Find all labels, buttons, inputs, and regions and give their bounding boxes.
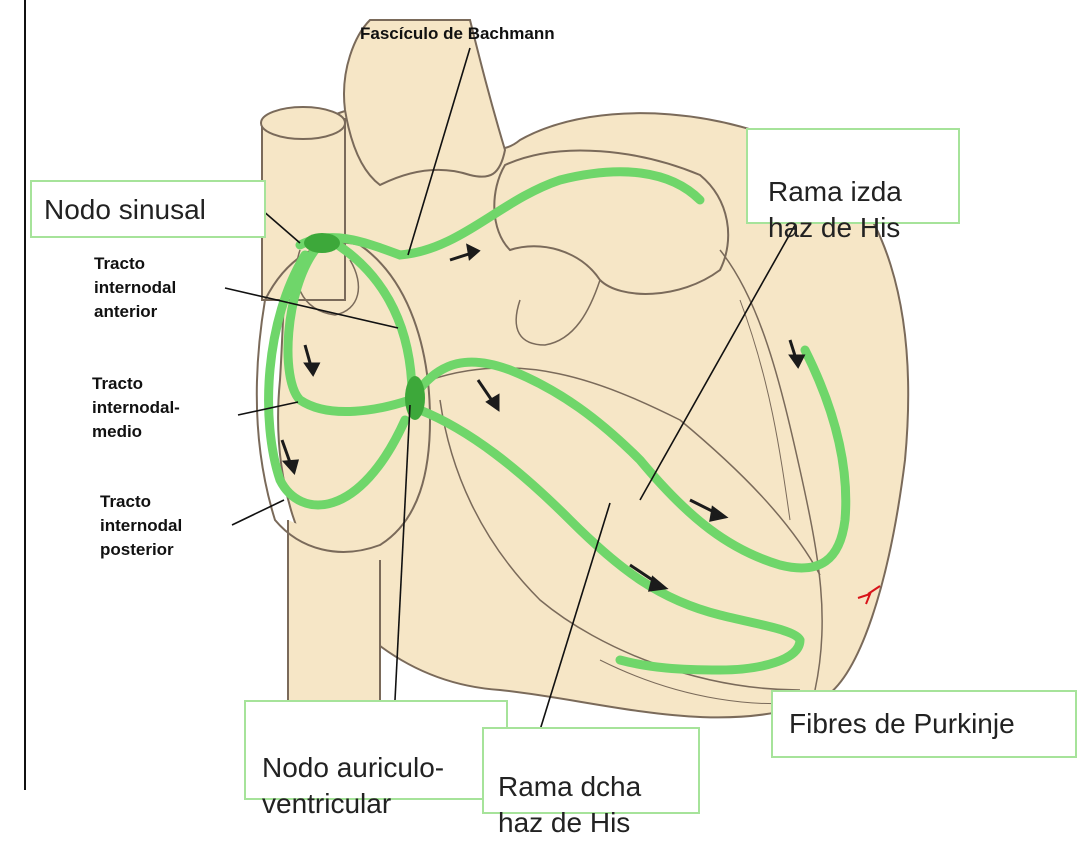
label-text: Rama dcha haz de His <box>498 771 641 838</box>
label-nodo-sinusal: Nodo sinusal <box>30 180 266 238</box>
label-rama-dcha: Rama dcha haz de His <box>482 727 700 814</box>
label-text: Nodo sinusal <box>44 194 206 225</box>
label-purkinje: Fibres de Purkinje <box>771 690 1077 758</box>
label-tracto-medio: Tracto internodal- medio <box>92 372 180 444</box>
av-node-mark <box>405 376 425 420</box>
sinus-node-mark <box>304 233 340 253</box>
label-tracto-anterior: Tracto internodal anterior <box>94 252 176 324</box>
label-bachmann: Fascículo de Bachmann <box>360 22 555 46</box>
label-tracto-posterior: Tracto internodal posterior <box>100 490 182 562</box>
label-text: Rama izda haz de His <box>768 176 902 243</box>
left-border-line <box>24 0 26 790</box>
label-nodo-av: Nodo auriculo- ventricular <box>244 700 508 800</box>
label-rama-izda: Rama izda haz de His <box>746 128 960 224</box>
diagram-canvas: Nodo sinusal Rama izda haz de His Nodo a… <box>0 0 1079 814</box>
label-text: Fibres de Purkinje <box>789 708 1015 739</box>
vena-cava-opening <box>261 107 345 139</box>
